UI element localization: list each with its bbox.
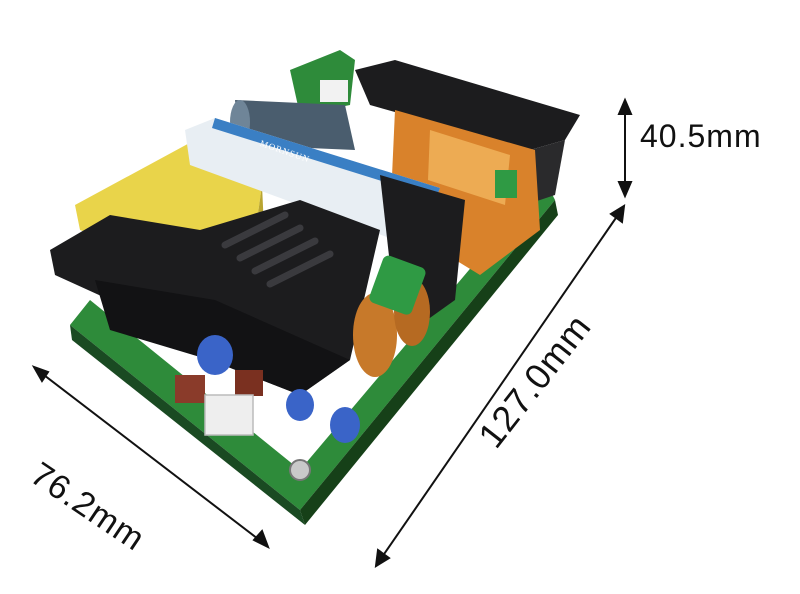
height-dimension-label: 40.5mm	[640, 118, 762, 154]
copper-coil	[353, 293, 397, 377]
connector-white	[320, 80, 348, 102]
length-arrow	[379, 211, 621, 561]
dimension-arrows	[31, 97, 633, 568]
blue-capacitor-1	[197, 335, 233, 375]
film-capacitor-1	[175, 375, 205, 403]
spec-label	[185, 118, 440, 240]
heatsink-bracket	[355, 60, 580, 150]
ground-screw	[289, 459, 311, 481]
transformer-clip	[495, 170, 517, 198]
film-capacitor-2	[235, 370, 263, 396]
pcb-edge-right	[300, 200, 558, 525]
green-capacitor	[369, 255, 426, 315]
blue-capacitor-2	[286, 389, 314, 421]
transformer-core	[428, 130, 510, 205]
width-arrow	[39, 371, 263, 543]
housing-vents	[221, 211, 334, 288]
pcb-edge	[70, 325, 305, 525]
input-connector	[204, 394, 254, 436]
blue-capacitor-3	[330, 407, 360, 443]
